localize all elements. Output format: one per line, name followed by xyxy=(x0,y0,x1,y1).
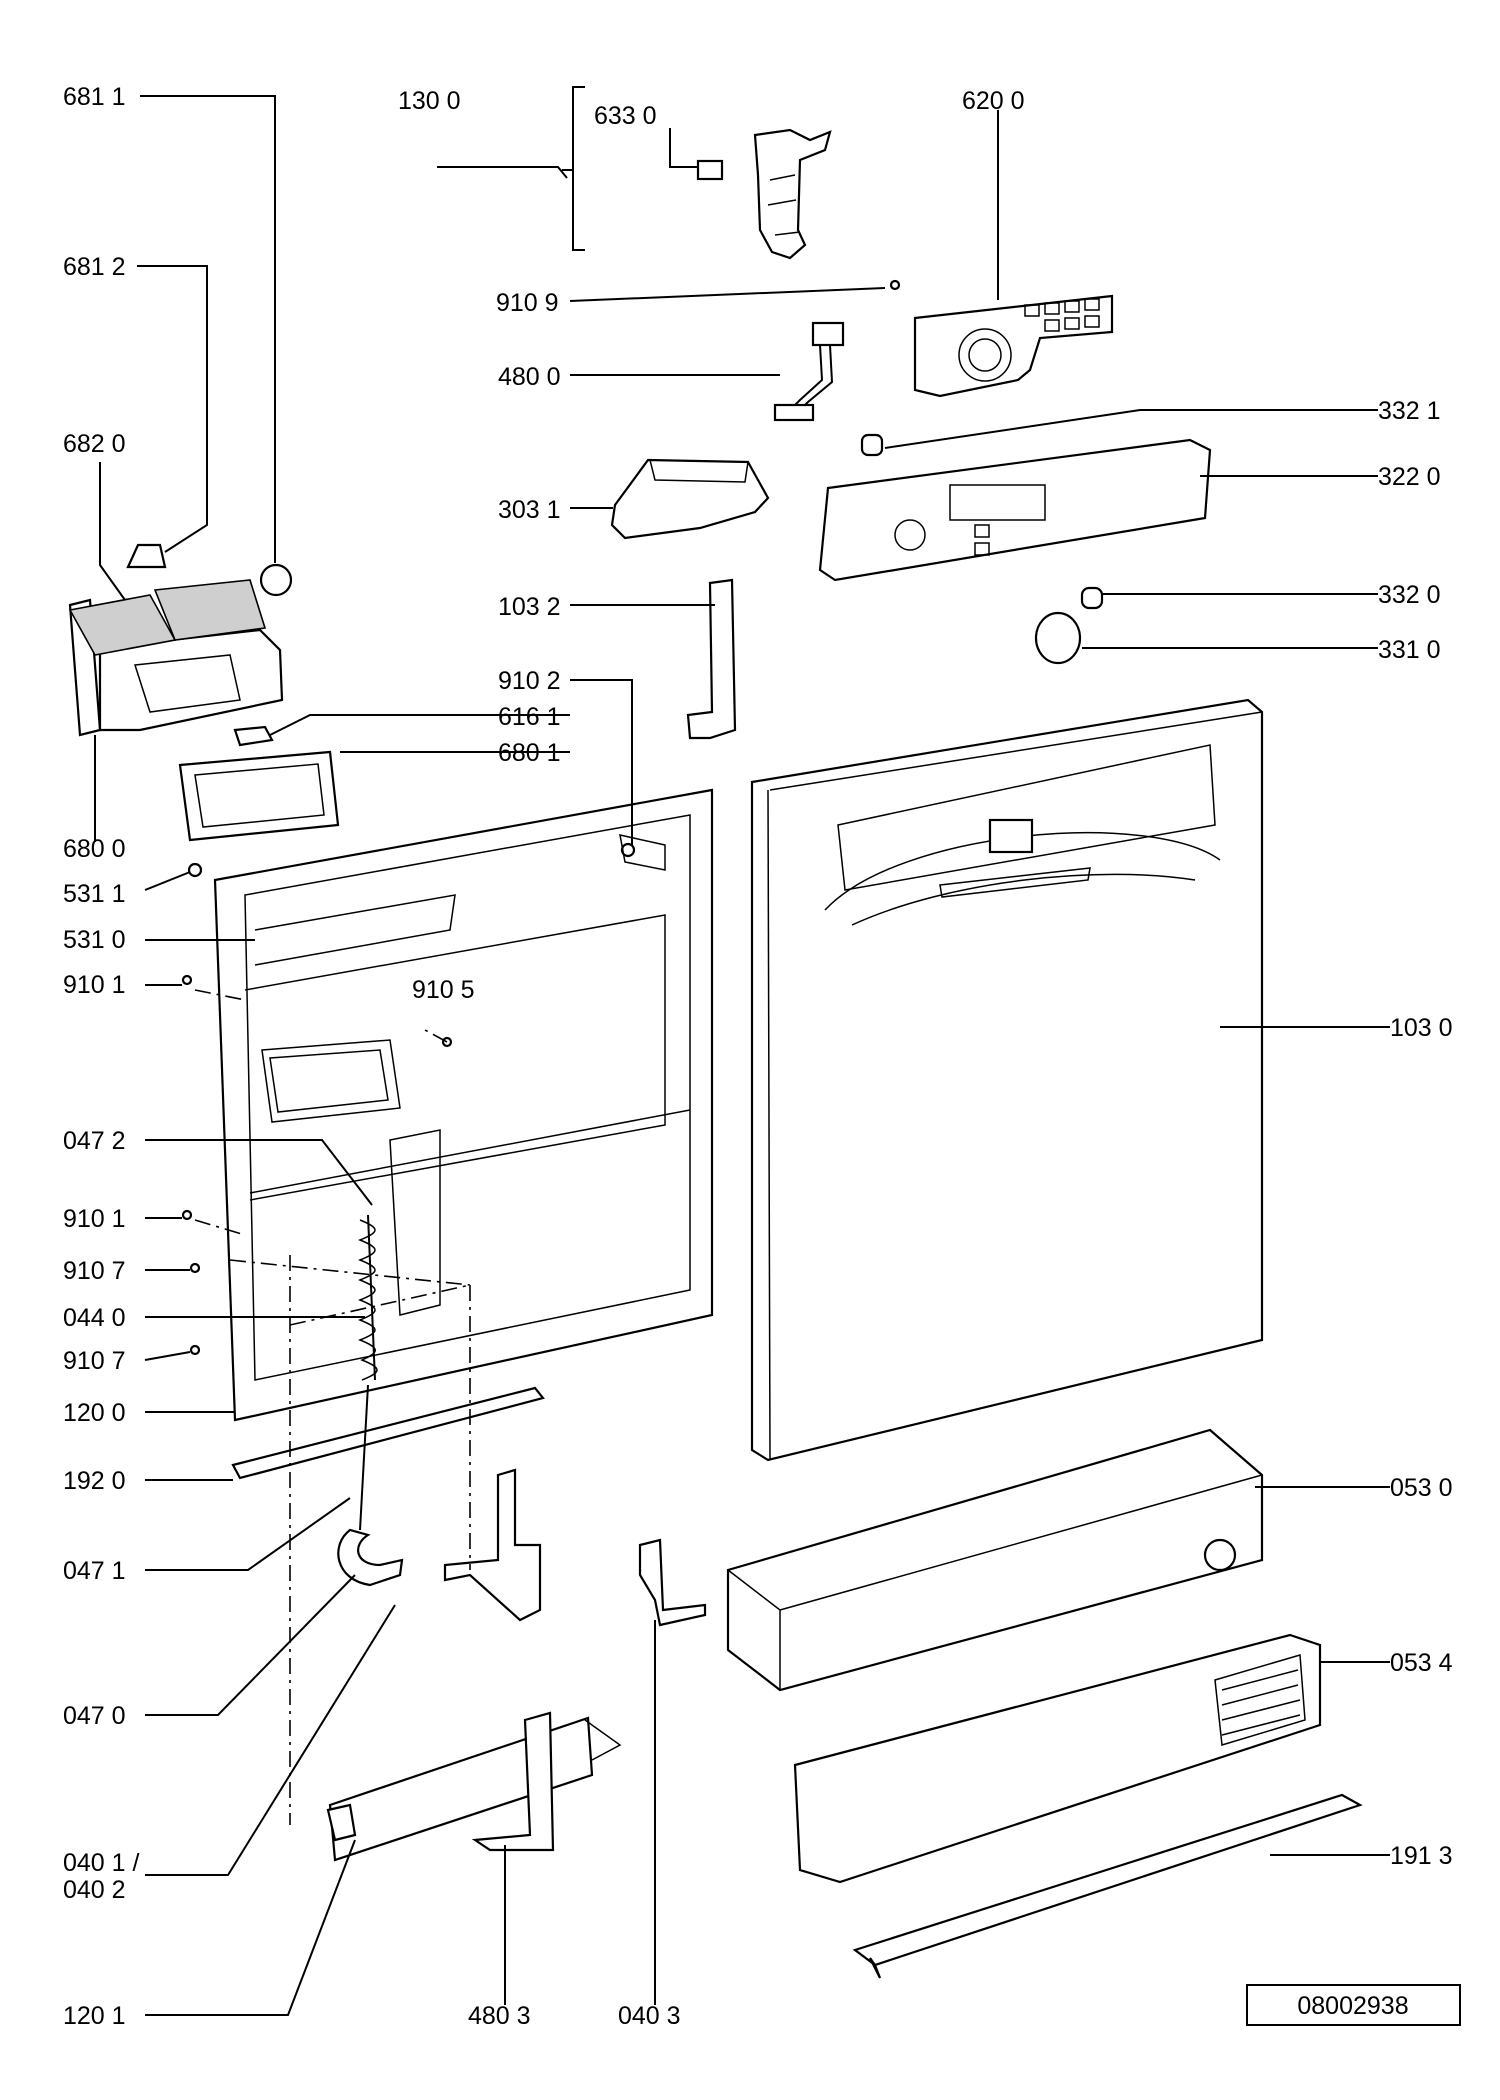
part-047-0-hook xyxy=(337,1528,404,1587)
label-040-3: 040 3 xyxy=(618,2002,681,2030)
part-191-3-strip xyxy=(852,1793,1363,1967)
label-531-1: 531 1 xyxy=(63,880,126,908)
part-303-handle xyxy=(610,458,770,540)
part-120-inner-door xyxy=(213,788,714,1422)
part-322-fascia xyxy=(818,438,1212,582)
part-910-7-screw-b xyxy=(189,1344,201,1356)
label-616-1: 616 1 xyxy=(498,703,561,731)
label-053-0: 053 0 xyxy=(1390,1474,1453,1502)
doc-number-box: 08002938 xyxy=(1246,1984,1461,2026)
doc-number: 08002938 xyxy=(1297,1992,1408,2020)
part-040-hinge-bracket xyxy=(443,1468,542,1622)
part-633-microswitch xyxy=(696,159,724,181)
leader-lines xyxy=(94,95,1390,2016)
part-681-1-cap xyxy=(259,563,293,597)
label-047-2: 047 2 xyxy=(63,1127,126,1155)
label-480-3: 480 3 xyxy=(468,2002,531,2030)
label-910-2: 910 2 xyxy=(498,667,561,695)
label-047-0: 047 0 xyxy=(63,1702,126,1730)
part-910-1-screw-a xyxy=(181,974,193,986)
part-480-harness xyxy=(773,321,845,422)
part-053-4-front-trim xyxy=(793,1633,1322,1884)
part-331-knob xyxy=(1034,611,1082,665)
label-681-1: 681 1 xyxy=(63,83,126,111)
label-332-1: 332 1 xyxy=(1378,397,1441,425)
part-332-0 xyxy=(1080,586,1104,610)
part-044-spring xyxy=(357,1214,378,1381)
label-331-0: 331 0 xyxy=(1378,636,1441,664)
label-303-1: 303 1 xyxy=(498,496,561,524)
label-681-2: 681 2 xyxy=(63,253,126,281)
label-044-0: 044 0 xyxy=(63,1304,126,1332)
part-480-3-spacer xyxy=(471,1711,555,1852)
label-682-0: 682 0 xyxy=(63,430,126,458)
part-040-3-bracket xyxy=(638,1538,707,1627)
label-680-0: 680 0 xyxy=(63,835,126,863)
part-680-1-gasket xyxy=(178,750,340,842)
part-531-1-screw xyxy=(187,862,203,878)
label-053-4: 053 4 xyxy=(1390,1649,1453,1677)
label-910-1-a: 910 1 xyxy=(63,971,126,999)
label-910-7-b: 910 7 xyxy=(63,1347,126,1375)
label-910-1-b: 910 1 xyxy=(63,1205,126,1233)
label-047-1: 047 1 xyxy=(63,1557,126,1585)
label-192-0: 192 0 xyxy=(63,1467,126,1495)
part-053-0-kick-plate xyxy=(726,1428,1264,1692)
label-910-7-a: 910 7 xyxy=(63,1257,126,1285)
part-620-board xyxy=(913,294,1114,398)
part-130-assembly xyxy=(562,86,832,260)
part-910-9-screw xyxy=(889,279,901,291)
label-332-0: 332 0 xyxy=(1378,581,1441,609)
label-120-0: 120 0 xyxy=(63,1399,126,1427)
label-680-1: 680 1 xyxy=(498,739,561,767)
part-616-1 xyxy=(233,725,274,747)
label-910-9: 910 9 xyxy=(496,289,559,317)
part-192-rail xyxy=(231,1386,545,1480)
label-633-0: 633 0 xyxy=(594,102,657,130)
part-047-1-rod xyxy=(359,1384,369,1531)
label-130-0: 130 0 xyxy=(398,87,461,115)
part-103-outer-door xyxy=(750,698,1264,1462)
label-322-0: 322 0 xyxy=(1378,463,1441,491)
label-910-5: 910 5 xyxy=(412,976,475,1004)
label-040-2: 040 2 xyxy=(63,1876,126,1904)
part-680-dispenser xyxy=(68,579,284,737)
part-332-1 xyxy=(860,433,884,457)
label-480-0: 480 0 xyxy=(498,363,561,391)
label-120-1: 120 1 xyxy=(63,2002,126,2030)
part-labels: 681 1 681 2 682 0 680 0 130 0 633 0 620 … xyxy=(63,83,1453,2030)
label-040-1: 040 1 / xyxy=(63,1849,140,1877)
part-103-2-latch xyxy=(686,578,737,740)
part-191-3-strip-end xyxy=(869,1957,882,1979)
part-910-1-screw-b xyxy=(181,1209,193,1221)
part-120-1-toe-plate xyxy=(326,1716,622,1862)
label-191-3: 191 3 xyxy=(1390,1842,1453,1870)
label-620-0: 620 0 xyxy=(962,87,1025,115)
label-103-2: 103 2 xyxy=(498,593,561,621)
part-681-2-clip xyxy=(126,543,167,569)
label-531-0: 531 0 xyxy=(63,926,126,954)
part-910-7-screw-a xyxy=(189,1262,201,1274)
label-103-0: 103 0 xyxy=(1390,1014,1453,1042)
